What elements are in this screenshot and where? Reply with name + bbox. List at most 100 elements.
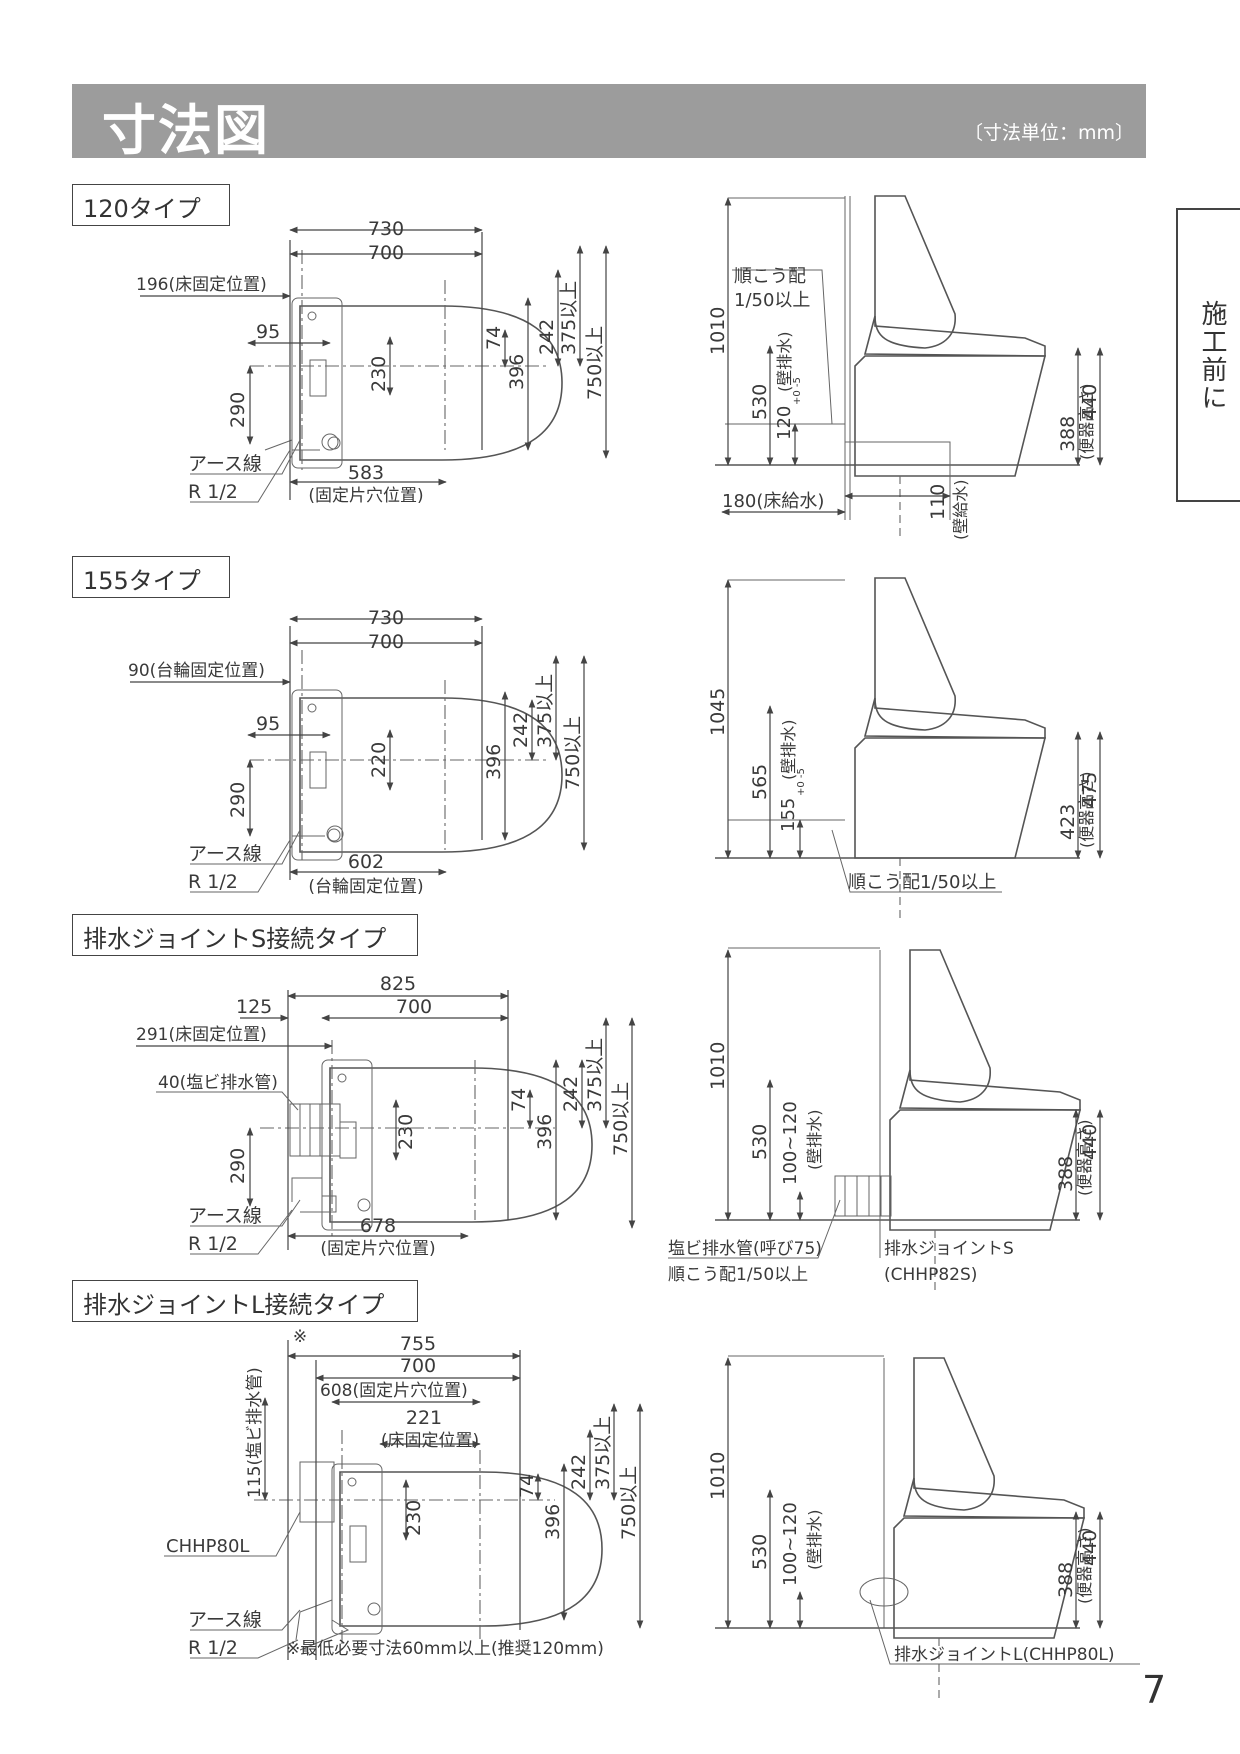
dim-120-74: 74 [483,326,505,350]
dim-l-242: 242 [568,1454,590,1490]
r12-l: R 1/2 [188,1637,238,1659]
slope-s: 順こう配1/50以上 [668,1265,808,1285]
dim-l-388: 388 [1055,1562,1077,1598]
dim-120-290: 290 [227,392,249,428]
dim-155-drain: 155 [778,798,799,832]
joint-s-model: (CHHP82S) [884,1265,977,1285]
unit-note: 〔寸法単位：mm〕 [963,122,1134,144]
slope-label-120-b: 1/50以上 [734,290,810,311]
floor-fix-s: 291(床固定位置) [136,1025,267,1045]
dim-120-95: 95 [256,321,280,343]
dim-120-396: 396 [506,354,528,390]
dim-l-375: 375以上 [592,1416,614,1490]
wall-drain-s: (壁排水) [805,1110,824,1171]
dim-155-700: 700 [368,631,404,653]
plan-joint-s [136,990,636,1255]
earth-wire-s: アース線 [188,1205,262,1227]
dim-120-floor-fix: 196(床固定位置) [136,275,267,295]
dim-s-74: 74 [508,1088,530,1112]
earth-wire-155: アース線 [188,843,262,865]
section-label-joint-l: 排水ジョイントL接続タイプ [72,1280,418,1322]
dim-s-700: 700 [396,996,432,1018]
fix-hole-l: 608(固定片穴位置) [320,1381,468,1401]
wheel-fix-155: 90(台輪固定位置) [128,661,265,681]
dim-l-530: 530 [749,1534,771,1570]
dim-120-242: 242 [536,319,558,355]
fix-hole-s: (固定片穴位置) [320,1239,435,1259]
dim-s-825: 825 [380,973,416,995]
dim-l-drain: 100~120 [780,1502,801,1586]
earth-wire-120: アース線 [188,453,262,475]
dim-l-396: 396 [542,1504,564,1540]
dim-s-1010: 1010 [707,1042,729,1090]
seat-height-120: (便器高さ) [1077,384,1096,461]
wheel-fix2-155: (台輪固定位置) [308,877,423,897]
dim-s-678: 678 [360,1215,396,1237]
dim-155-220: 220 [368,742,390,778]
dim-120-1010: 1010 [707,307,729,355]
r12-155: R 1/2 [188,871,238,893]
fix-hole-120: (固定片穴位置) [308,486,423,506]
earth-wire-l: アース線 [188,1609,262,1631]
dim-155-290: 290 [227,782,249,818]
dim-l-755: 755 [400,1333,436,1355]
pvc-s: 40(塩ビ排水管) [158,1073,278,1093]
wall-drain-l: (壁排水) [805,1510,824,1571]
chapter-tab: 施工前に [1176,208,1240,502]
wall-drain-155: (壁排水) [779,720,798,781]
dim-l-74: 74 [516,1474,538,1498]
side-155 [715,577,1104,919]
wall-drain-120: (壁排水) [775,332,794,393]
floor-supply-120: 180(床給水) [722,491,824,512]
dim-s-242: 242 [560,1076,582,1112]
dim-120-110: 110 [927,484,949,520]
dim-l-221: 221 [406,1407,442,1429]
dim-l-230: 230 [403,1500,425,1536]
dim-155-95: 95 [256,713,280,735]
joint-s-label: 排水ジョイントS [884,1239,1014,1259]
pvc-l: 115(塩ビ排水管) [245,1367,265,1498]
floor-fix-l: (床固定位置) [381,1431,479,1451]
mark-l: ※ [293,1327,307,1347]
plan-155 [130,615,588,893]
side-joint-l [715,1355,1140,1699]
dim-120-530: 530 [749,384,771,420]
dim-120-230: 230 [368,356,390,392]
page-number: 7 [1142,1668,1167,1712]
note-l: ※最低必要寸法60mm以上(推奨120mm) [286,1639,604,1659]
dim-l-750: 750以上 [618,1466,640,1540]
dim-155-1045: 1045 [707,688,729,736]
dim-155-602: 602 [348,851,384,873]
dim-120-700: 700 [368,242,404,264]
dim-155-375: 375以上 [534,674,556,748]
dim-155-423: 423 [1057,804,1079,840]
dim-120-583: 583 [348,462,384,484]
page-title: 寸法図 [102,99,270,162]
r12-120: R 1/2 [188,481,238,503]
dim-155-242: 242 [510,712,532,748]
dim-120-drain-tol: +0 -5 [792,377,803,405]
dim-l-1010: 1010 [707,1452,729,1500]
chapter-tab-label: 施工前に [1197,300,1227,412]
section-label-120: 120タイプ [72,184,230,226]
dim-155-565: 565 [749,764,771,800]
dim-155-drain-tol: +0 -5 [796,768,807,796]
r12-s: R 1/2 [188,1233,238,1255]
slope-label-120-a: 順こう配 [734,266,806,287]
page-header: 寸法図 〔寸法単位：mm〕 [72,84,1146,162]
dim-s-750: 750以上 [610,1082,632,1156]
side-120 [715,195,1104,537]
seat-height-155: (便器高さ) [1077,772,1096,849]
dim-120-750: 750以上 [584,326,606,400]
section-label-joint-s: 排水ジョイントS接続タイプ [72,914,418,956]
dim-120-388: 388 [1057,416,1079,452]
seat-height-s: (便器高さ) [1075,1120,1094,1197]
plan-120 [140,226,610,503]
slope-155: 順こう配1/50以上 [848,872,996,893]
dim-s-drain: 100~120 [780,1101,801,1185]
dim-155-730: 730 [368,607,404,629]
plan-joint-l [164,1340,644,1660]
joint-l-label: 排水ジョイントL(CHHP80L) [894,1645,1115,1665]
dim-s-290: 290 [227,1148,249,1184]
